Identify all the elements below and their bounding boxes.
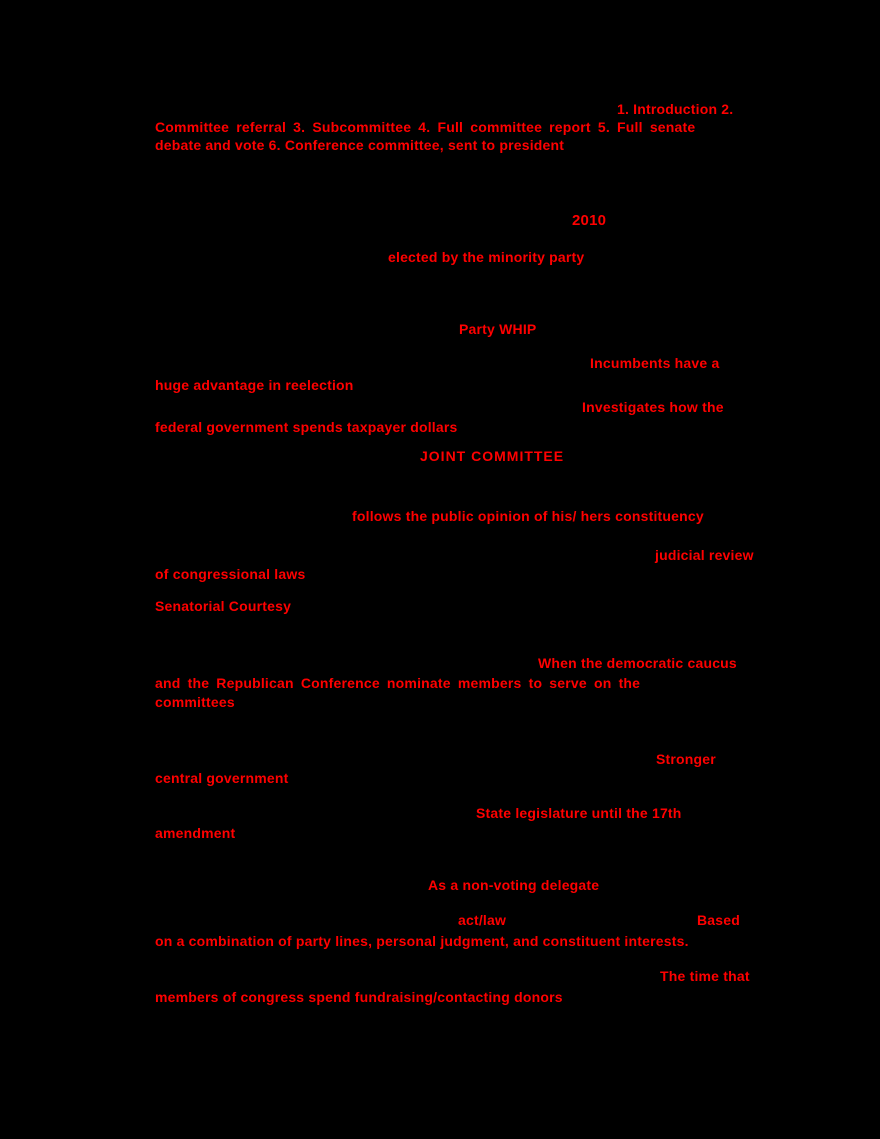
answer-senatorial-courtesy: Senatorial Courtesy bbox=[155, 598, 292, 614]
answer-committee-nomination-line-3: committees bbox=[155, 694, 235, 710]
answer-voting-basis-line-2: on a combination of party lines, persona… bbox=[155, 933, 689, 949]
answer-party-whip: Party WHIP bbox=[459, 321, 537, 337]
answer-17th-amendment-line-2: amendment bbox=[155, 825, 236, 841]
answer-bill-steps-line-2: Committee referral 3. Subcommittee 4. Fu… bbox=[155, 119, 696, 135]
answer-year: 2010 bbox=[572, 212, 607, 229]
answer-central-government-line-2: central government bbox=[155, 770, 289, 786]
answer-voting-basis-line-1: Based bbox=[697, 912, 741, 928]
answer-joint-committee: JOINT COMMITTEE bbox=[420, 448, 565, 464]
answer-spending-oversight-line-1: Investigates how the bbox=[582, 399, 724, 415]
answer-judicial-review-line-1: judicial review bbox=[655, 547, 754, 563]
answer-17th-amendment-line-1: State legislature until the 17th bbox=[476, 805, 682, 821]
answer-committee-nomination-line-1: When the democratic caucus bbox=[538, 655, 737, 671]
answer-incumbents-line-1: Incumbents have a bbox=[590, 355, 720, 371]
answer-fundraising-line-1: The time that bbox=[660, 968, 750, 984]
answer-bill-steps-line-1: 1. Introduction 2. bbox=[617, 101, 734, 117]
answer-incumbents-line-2: huge advantage in reelection bbox=[155, 377, 354, 393]
answer-judicial-review-line-2: of congressional laws bbox=[155, 566, 306, 582]
answer-nonvoting-delegate: As a non-voting delegate bbox=[428, 877, 600, 893]
answer-spending-oversight-line-2: federal government spends taxpayer dolla… bbox=[155, 419, 458, 435]
answer-fundraising-line-2: members of congress spend fundraising/co… bbox=[155, 989, 563, 1005]
answer-bill-steps-line-3: debate and vote 6. Conference committee,… bbox=[155, 137, 565, 153]
answer-central-government-line-1: Stronger bbox=[656, 751, 716, 767]
answer-committee-nomination-line-2: and the Republican Conference nominate m… bbox=[155, 675, 641, 691]
answer-delegate-model: follows the public opinion of his/ hers … bbox=[352, 508, 704, 524]
answer-act-law: act/law bbox=[458, 912, 507, 928]
answer-minority-leader: elected by the minority party bbox=[388, 249, 585, 265]
